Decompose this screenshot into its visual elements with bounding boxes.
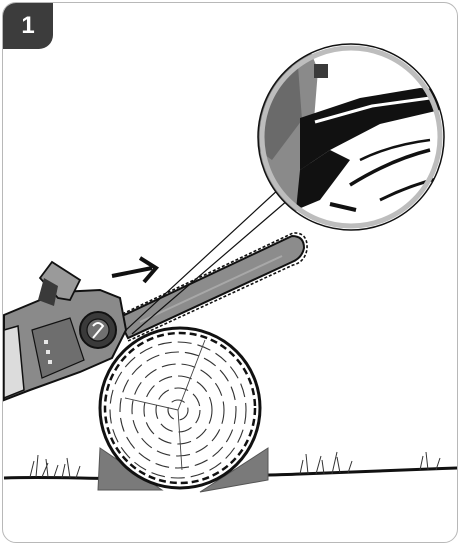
chainsaw-bar (118, 233, 307, 341)
log-icon (100, 328, 260, 488)
magnifier-detail-icon (255, 40, 450, 230)
direction-arrow-icon (112, 258, 156, 282)
